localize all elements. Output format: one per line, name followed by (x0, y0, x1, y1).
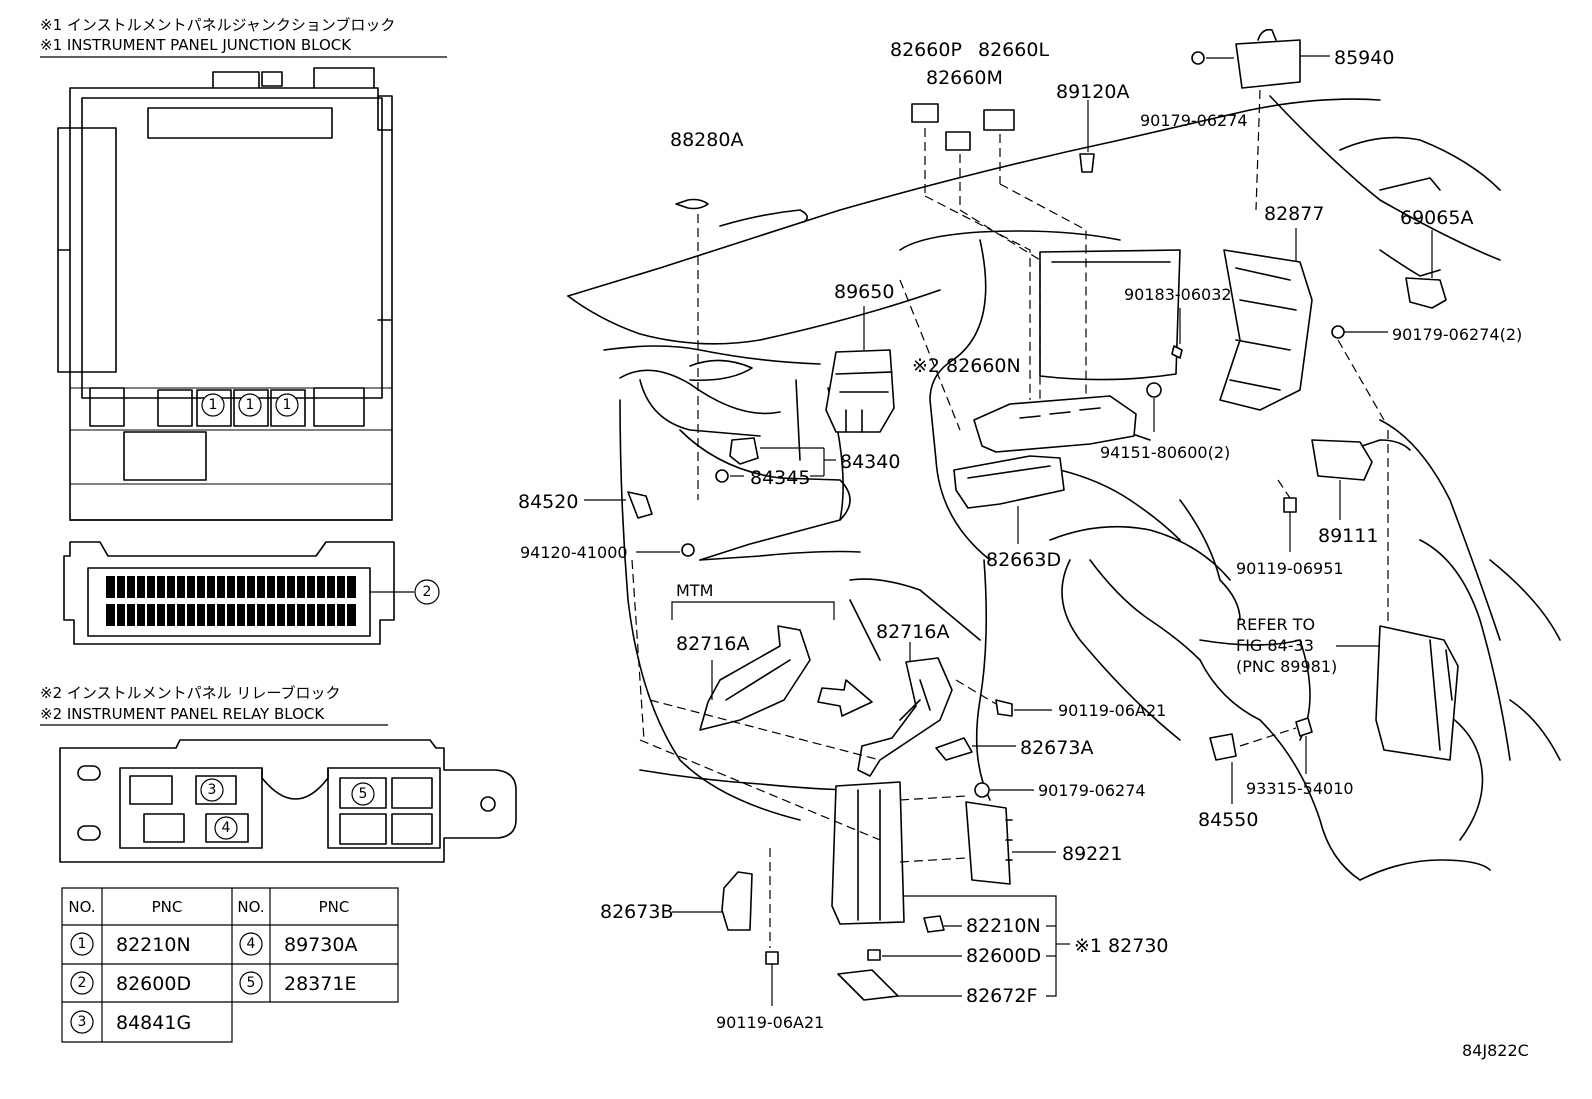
pnc-table: NO. PNC NO. PNC 1 82210N 2 82600D 3 8484… (61, 887, 399, 1043)
label-82673A: 82673A (1020, 737, 1093, 759)
label-89650: 89650 (834, 281, 894, 303)
callout-5-text: 5 (359, 786, 368, 802)
table-header-pnc-1: PNC (152, 898, 183, 916)
label-94151-80600: 94151-80600(2) (1100, 443, 1230, 462)
callout-2-text: 2 (423, 584, 432, 600)
label-85940: 85940 (1334, 47, 1394, 69)
relay-block-title-en: ※2 INSTRUMENT PANEL RELAY BLOCK (40, 705, 325, 723)
label-82730: ※1 82730 (1074, 935, 1169, 957)
label-94120-41000: 94120-41000 (520, 543, 628, 562)
table-row-no: 1 (78, 936, 87, 952)
label-82600D: 82600D (966, 945, 1041, 967)
table-header-no-2: NO. (237, 898, 264, 916)
label-refer-to: REFER TO (1236, 615, 1315, 634)
callout-1-c (275, 393, 299, 417)
callout-1-b-text: 1 (246, 397, 255, 413)
label-82663D: 82663D (986, 549, 1061, 571)
label-refer-pnc: (PNC 89981) (1236, 657, 1337, 676)
callout-5 (351, 782, 375, 806)
dashboard-outline (567, 95, 1561, 881)
label-mtm: MTM (676, 581, 713, 600)
junction-block-title-en: ※1 INSTRUMENT PANEL JUNCTION BLOCK (40, 36, 352, 54)
junction-block-drawing (57, 67, 393, 521)
label-82660N: ※2 82660N (912, 355, 1021, 377)
callout-1-c-text: 1 (283, 397, 292, 413)
label-82660P: 82660P (890, 39, 962, 61)
label-82660L: 82660L (978, 39, 1049, 61)
figure-code: 84J822C (1462, 1041, 1529, 1060)
junction-block-callouts: 1 1 1 (201, 393, 299, 417)
callout-1-a-text: 1 (209, 397, 218, 413)
label-89111: 89111 (1318, 525, 1378, 547)
label-84340: 84340 (840, 451, 900, 473)
label-82716A-left: 82716A (676, 633, 749, 655)
label-93315-54010: 93315-54010 (1246, 779, 1354, 798)
label-90179-06274-mid: 90179-06274 (1038, 781, 1146, 800)
callout-3 (200, 778, 224, 802)
connector-pins (106, 576, 356, 626)
table-row-pnc: 82600D (116, 973, 191, 995)
label-90179-06274-2: 90179-06274(2) (1392, 325, 1522, 344)
label-90179-06274-top: 90179-06274 (1140, 111, 1248, 130)
parts (584, 28, 1459, 1006)
table-row-pnc: 84841G (116, 1012, 191, 1034)
callout-4-text: 4 (222, 820, 231, 836)
table-row-no: 2 (78, 975, 87, 991)
label-82877: 82877 (1264, 203, 1324, 225)
label-82672F: 82672F (966, 985, 1037, 1007)
relay-block-header: ※2 インストルメントパネル リレーブロック ※2 INSTRUMENT PAN… (40, 684, 388, 726)
label-84520: 84520 (518, 491, 578, 513)
label-84345: 84345 (750, 467, 810, 489)
callout-1-b (238, 393, 262, 417)
callout-3-text: 3 (208, 782, 217, 798)
relay-block-title-jp: ※2 インストルメントパネル リレーブロック (40, 684, 340, 702)
label-90183-06032: 90183-06032 (1124, 285, 1232, 304)
label-89120A: 89120A (1056, 81, 1129, 103)
table-row-no: 3 (78, 1014, 87, 1030)
callout-2 (414, 579, 440, 605)
label-82210N: 82210N (966, 915, 1041, 937)
callout-1-a (201, 393, 225, 417)
label-90119-06A21-bottom: 90119-06A21 (716, 1013, 824, 1032)
callout-4 (214, 816, 238, 840)
label-82716A-right: 82716A (876, 621, 949, 643)
table-row-no: 5 (247, 975, 256, 991)
relay-block-drawing: 3 4 5 (59, 739, 517, 863)
label-88280A: 88280A (670, 129, 743, 151)
label-82660M: 82660M (926, 67, 1003, 89)
label-90119-06951: 90119-06951 (1236, 559, 1344, 578)
junction-block-bottom-view: 2 (63, 541, 440, 645)
label-refer-fig: FIG 84-33 (1236, 636, 1314, 655)
junction-block-header: ※1 インストルメントパネルジャンクションブロック ※1 INSTRUMENT … (40, 16, 447, 58)
label-82673B: 82673B (600, 901, 673, 923)
label-69065A: 69065A (1400, 207, 1473, 229)
table-row-pnc: 28371E (284, 973, 356, 995)
table-row-pnc: 82210N (116, 934, 191, 956)
label-84550: 84550 (1198, 809, 1258, 831)
part-labels: 82660P 82660L 82660M 89120A 85940 90179-… (518, 39, 1529, 1060)
table-header-no-1: NO. (68, 898, 95, 916)
table-row-no: 4 (247, 936, 256, 952)
label-89221: 89221 (1062, 843, 1122, 865)
junction-block-title-jp: ※1 インストルメントパネルジャンクションブロック (40, 16, 395, 34)
table-header-pnc-2: PNC (319, 898, 350, 916)
label-90119-06A21-right: 90119-06A21 (1058, 701, 1166, 720)
table-row-pnc: 89730A (284, 934, 357, 956)
